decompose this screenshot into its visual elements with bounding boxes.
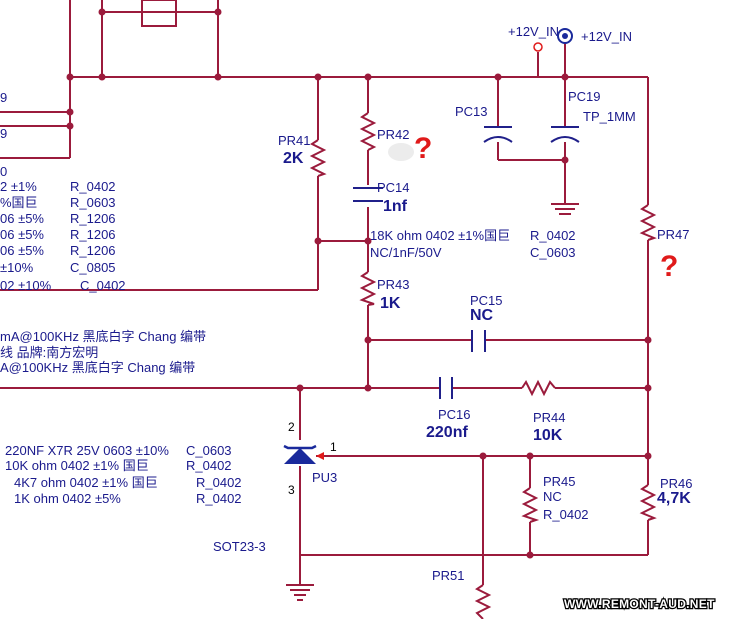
pc16-ref: PC16: [438, 407, 471, 422]
pr45-value: NC: [543, 489, 562, 504]
table-desc: 06 ±5%: [0, 243, 44, 258]
table-pkg: R_0402: [196, 475, 242, 490]
table-desc: 02 ±10%: [0, 278, 52, 293]
pr51-ref: PR51: [432, 568, 465, 583]
capacitor-pc16: PC16 220nf: [426, 377, 471, 441]
pu3-pin2: 2: [288, 420, 295, 434]
pc19-note: TP_1MM: [583, 109, 636, 124]
table-desc: 2 ±1%: [0, 179, 37, 194]
resistor-pr43: PR43 1K: [359, 271, 410, 312]
left-note: A@100KHz 黑底白字 Chang 编带: [0, 360, 195, 375]
left-pin-label: 0: [0, 164, 7, 179]
table-pkg: R_0402: [196, 491, 242, 506]
pr41-ref: PR41: [278, 133, 311, 148]
pc15-value: NC: [470, 307, 494, 324]
table-pkg: R_0402: [70, 179, 116, 194]
ground-symbol-right: [551, 200, 579, 215]
junction-dots: [66, 8, 652, 559]
watermark: WWW.REMONT-AUD.NET: [564, 597, 715, 611]
left-parts-table-bottom: 220NF X7R 25V 0603 ±10% C_0603 10K ohm 0…: [5, 443, 242, 506]
table-desc: 10K ohm 0402 ±1% 国巨: [5, 458, 149, 473]
shunt-regulator-pu3: 2 1 3 PU3 SOT23-3: [213, 420, 337, 554]
table-pkg: R_1206: [70, 243, 116, 258]
pr44-value: 10K: [533, 427, 563, 444]
left-note: mA@100KHz 黑底白字 Chang 编带: [0, 329, 206, 344]
table-desc: 06 ±5%: [0, 227, 44, 242]
pr46-value: 4,7K: [657, 490, 691, 507]
left-pin-label: 9: [0, 126, 7, 141]
pr45-ref: PR45: [543, 474, 576, 489]
erased-spot: [388, 143, 414, 161]
resistor-pr46: PR46 4,7K: [639, 476, 693, 521]
pc14-description: NC/1nF/50V: [370, 245, 442, 260]
pc19-ref: PC19: [568, 89, 601, 104]
pr43-value: 1K: [380, 295, 401, 312]
ground-symbol-left: [286, 584, 314, 601]
capacitor-pc19: PC19 TP_1MM: [550, 89, 636, 143]
capacitor-pc15: PC15 NC: [470, 293, 503, 352]
pr45-package: R_0402: [543, 507, 589, 522]
table-pkg: R_0603: [70, 195, 116, 210]
left-pin-labels: 9 9 0: [0, 90, 7, 179]
table-pkg: R_1206: [70, 211, 116, 226]
pr46-ref: PR46: [660, 476, 693, 491]
table-pkg: R_1206: [70, 227, 116, 242]
pr42-notes: 18K ohm 0402 ±1%国巨 R_0402 NC/1nF/50V C_0…: [370, 228, 576, 260]
pr44-ref: PR44: [533, 410, 566, 425]
pu3-pin1: 1: [330, 440, 337, 454]
table-desc: 4K7 ohm 0402 ±1% 国巨: [14, 475, 158, 490]
pr41-value: 2K: [283, 150, 304, 167]
resistor-pr44: PR44 10K: [521, 379, 566, 444]
table-pkg: C_0402: [80, 278, 126, 293]
left-pin-label: 9: [0, 90, 7, 105]
resistor-pr51: PR51: [432, 568, 492, 619]
resistor-pr47: PR47 ?: [639, 204, 690, 283]
pc13-ref: PC13: [455, 104, 488, 119]
pu3-ref: PU3: [312, 470, 337, 485]
power-label-right: +12V_IN: [581, 29, 632, 44]
table-desc: %国巨: [0, 195, 38, 210]
pr43-ref: PR43: [377, 277, 410, 292]
pc15-ref: PC15: [470, 293, 503, 308]
table-pkg: R_0402: [186, 458, 232, 473]
left-note: 线 品牌:南方宏明: [0, 345, 98, 360]
resistor-pr41: PR41 2K: [278, 133, 327, 177]
table-pkg: C_0603: [186, 443, 232, 458]
capacitor-pc13: PC13: [455, 104, 513, 143]
pr42-ref: PR42: [377, 127, 410, 142]
pr42-description: 18K ohm 0402 ±1%国巨: [370, 228, 510, 243]
pr47-ref: PR47: [657, 227, 690, 242]
pc14-package: C_0603: [530, 245, 576, 260]
pr47-question-mark: ?: [660, 250, 678, 283]
pc16-value: 220nf: [426, 424, 468, 441]
capacitor-pc14: PC14 1nf: [353, 180, 410, 215]
table-desc: 06 ±5%: [0, 211, 44, 226]
pr42-question-mark: ?: [414, 132, 432, 165]
left-parts-table-top: 2 ±1% R_0402 %国巨 R_0603 06 ±5% R_1206 06…: [0, 179, 126, 293]
pu3-pin3: 3: [288, 483, 295, 497]
resistor-pr45: PR45 NC R_0402: [521, 474, 589, 523]
table-desc: 220NF X7R 25V 0603 ±10%: [5, 443, 169, 458]
power-port-right: +12V_IN: [557, 28, 632, 44]
power-port-left: +12V_IN: [508, 24, 559, 52]
left-notes: mA@100KHz 黑底白字 Chang 编带 线 品牌:南方宏明 A@100K…: [0, 329, 206, 375]
table-desc: ±10%: [0, 260, 34, 275]
pr42-package: R_0402: [530, 228, 576, 243]
table-pkg: C_0805: [70, 260, 116, 275]
pu3-package: SOT23-3: [213, 539, 266, 554]
pc14-ref: PC14: [377, 180, 410, 195]
table-desc: 1K ohm 0402 ±5%: [14, 491, 121, 506]
resistor-pr42: PR42 ?: [359, 112, 432, 165]
pc14-value: 1nf: [383, 198, 408, 215]
power-label-left: +12V_IN: [508, 24, 559, 39]
